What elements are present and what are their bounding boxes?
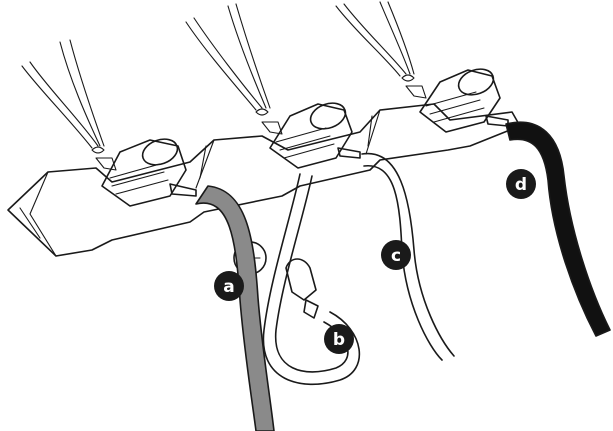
callout-a: a — [214, 271, 244, 301]
tube-a — [196, 186, 274, 431]
wire-bundle-middle — [186, 4, 270, 115]
callout-d-label: d — [515, 175, 527, 195]
callout-a-label: a — [223, 277, 234, 297]
wire-bundle-left — [22, 40, 104, 153]
callout-c-label: c — [391, 246, 401, 266]
fitting-left — [96, 135, 196, 206]
fitting-right — [406, 65, 508, 132]
callout-b-label: b — [333, 330, 345, 350]
tube-b — [263, 174, 359, 384]
callout-b: b — [324, 324, 354, 354]
tube-d — [506, 122, 610, 336]
callout-d: d — [506, 169, 536, 199]
fitting-middle — [262, 99, 360, 168]
callout-c: c — [381, 240, 411, 270]
wire-bundle-right — [336, 2, 414, 81]
manifold-bracket — [8, 104, 520, 256]
